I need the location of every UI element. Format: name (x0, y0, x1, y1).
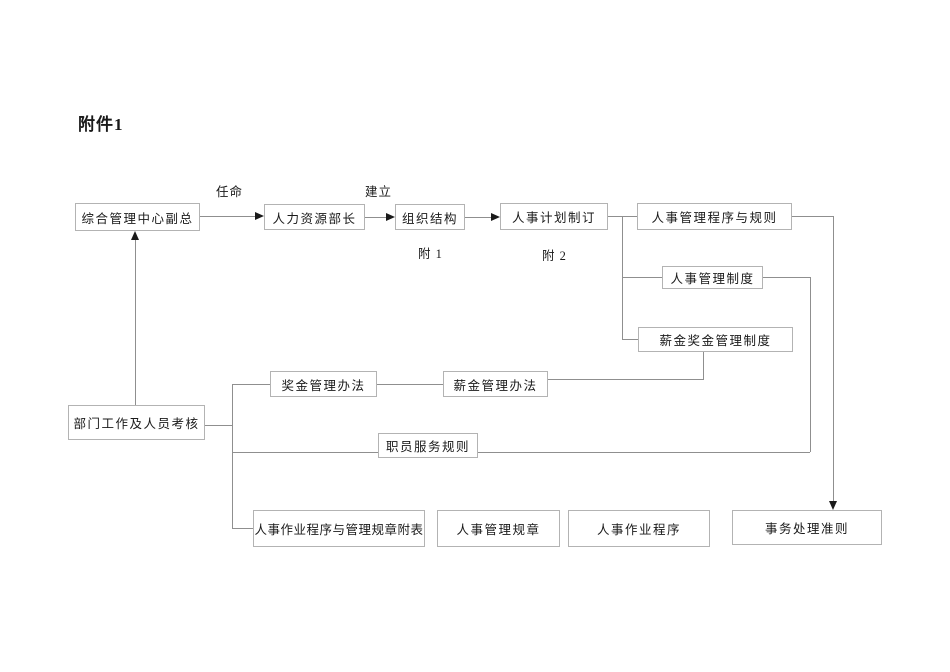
connector-zhidu-rightedge (763, 277, 810, 278)
arrowhead-into-hr-director (255, 212, 264, 220)
feedback-vertical-to-deputy (135, 239, 136, 405)
edge-label-appoint: 任命 (216, 185, 244, 199)
node-hr-director: 人力资源部长 (264, 204, 365, 230)
node-org-structure: 组织结构 (395, 204, 465, 230)
node-bonus-measures: 奖金管理办法 (270, 371, 377, 397)
arrowhead-into-personnel-planning (491, 213, 500, 221)
node-personnel-planning: 人事计划制订 (500, 203, 608, 230)
edge-label-establish: 建立 (365, 185, 393, 199)
connector-trunk-fubiao (232, 528, 253, 529)
node-general-management-deputy: 综合管理中心副总 (75, 203, 200, 231)
node-ops-procedures-appendix: 人事作业程序与管理规章附表 (253, 510, 425, 547)
arrowhead-into-guidelines (829, 501, 837, 510)
node-affairs-handling-guidelines: 事务处理准则 (732, 510, 882, 545)
page-title: 附件1 (78, 115, 124, 134)
connector-service-rules-right (478, 452, 810, 453)
trunk-vertical-appraisal (232, 384, 233, 528)
connector-trunk-jiangjin (232, 384, 270, 385)
connector-trunk-service-rules (232, 452, 378, 453)
node-salary-measures: 薪金管理办法 (443, 371, 548, 397)
arrowhead-into-deputy (131, 231, 139, 240)
connector-bumen-trunk (205, 425, 232, 426)
connector-jiangjin-xinjin (377, 384, 443, 385)
node-personnel-regulations: 人事管理规章 (437, 510, 560, 547)
note-attachment-2: 附 2 (542, 249, 567, 263)
connector-zonghe-renli (200, 216, 256, 217)
connector-xinjiang-xinjin (548, 379, 704, 380)
node-personnel-ops-procedures: 人事作业程序 (568, 510, 710, 547)
connector-branch-renshi-zhidu (622, 277, 662, 278)
node-staff-service-rules: 职员服务规则 (378, 433, 478, 458)
drop-vertical-zhidu (810, 277, 811, 452)
connector-branch-xinjiang-zhidu (622, 339, 638, 340)
drop-vertical-to-guidelines (833, 216, 834, 502)
drop-vertical-xinjiang (703, 352, 704, 379)
node-salary-bonus-system: 薪金奖金管理制度 (638, 327, 793, 352)
connector-zuzhi-jihua (465, 217, 491, 218)
node-dept-work-appraisal: 部门工作及人员考核 (68, 405, 205, 440)
node-personnel-procedures-rules: 人事管理程序与规则 (637, 203, 792, 230)
connector-renli-zuzhi (365, 217, 386, 218)
note-attachment-1: 附 1 (418, 247, 443, 261)
arrowhead-into-org-structure (386, 213, 395, 221)
connector-chengxu-rightedge (792, 216, 833, 217)
node-personnel-system: 人事管理制度 (662, 266, 763, 289)
